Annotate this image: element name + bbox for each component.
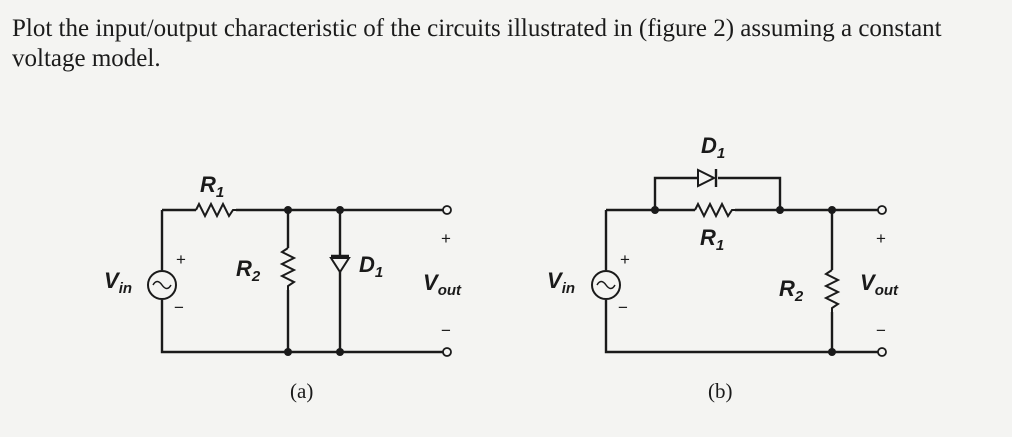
label-vout-a: Vout xyxy=(423,270,462,299)
output-plus-a: + xyxy=(441,229,451,248)
source-symbol-b xyxy=(596,280,616,290)
junction-dot xyxy=(828,348,836,356)
wire-b-diode-bracket xyxy=(653,176,782,210)
source-plus-b: + xyxy=(620,250,630,269)
diode-d1-b xyxy=(697,168,718,188)
junction-dot xyxy=(336,348,344,356)
junction-dot xyxy=(284,206,292,214)
output-terminal-plus-b xyxy=(877,205,887,215)
resistor-r2-a xyxy=(279,247,297,290)
label-vin-b: Vin xyxy=(547,268,575,297)
output-minus-a: − xyxy=(441,321,451,340)
wire-a-left-bottom xyxy=(160,300,443,354)
label-r2-a: R2 xyxy=(236,256,261,285)
junction-dot xyxy=(284,348,292,356)
output-terminal-minus-b xyxy=(877,347,887,357)
voltage-source-a xyxy=(147,270,177,300)
question-text: Plot the input/output characteristic of … xyxy=(12,15,942,72)
wire-b-left xyxy=(604,210,878,354)
circuit-b: + − + − D1 R1 R2 Vin Vout (b) xyxy=(547,133,899,403)
junction-dot xyxy=(828,206,836,214)
junction-dot xyxy=(336,206,344,214)
junction-dot xyxy=(651,206,659,214)
label-r1-b: R1 xyxy=(700,225,724,254)
output-terminal-plus-a xyxy=(442,205,452,215)
output-plus-b: + xyxy=(876,229,886,248)
label-vout-b: Vout xyxy=(860,270,899,299)
label-r1-a: R1 xyxy=(200,172,224,201)
resistor-r1-a xyxy=(195,201,236,219)
junction-dot xyxy=(776,206,784,214)
source-minus-a: − xyxy=(174,298,184,317)
source-symbol-a xyxy=(152,280,172,290)
source-minus-b: − xyxy=(618,298,628,317)
source-plus-a: + xyxy=(176,250,186,269)
label-vin-a: Vin xyxy=(104,268,132,297)
resistor-r1-b xyxy=(694,201,735,219)
label-d1-b: D1 xyxy=(701,133,725,162)
resistor-r2-b xyxy=(823,269,841,312)
circuit-a: + − + − R1 R2 D1 Vin Vout (a) xyxy=(104,172,462,403)
caption-a: (a) xyxy=(290,379,313,403)
label-r2-b: R2 xyxy=(779,276,804,305)
voltage-source-b xyxy=(591,270,621,300)
output-terminal-minus-a xyxy=(442,347,452,357)
diode-d1-a xyxy=(329,254,351,274)
caption-b: (b) xyxy=(708,379,733,403)
output-minus-b: − xyxy=(876,321,886,340)
label-d1-a: D1 xyxy=(359,252,383,281)
